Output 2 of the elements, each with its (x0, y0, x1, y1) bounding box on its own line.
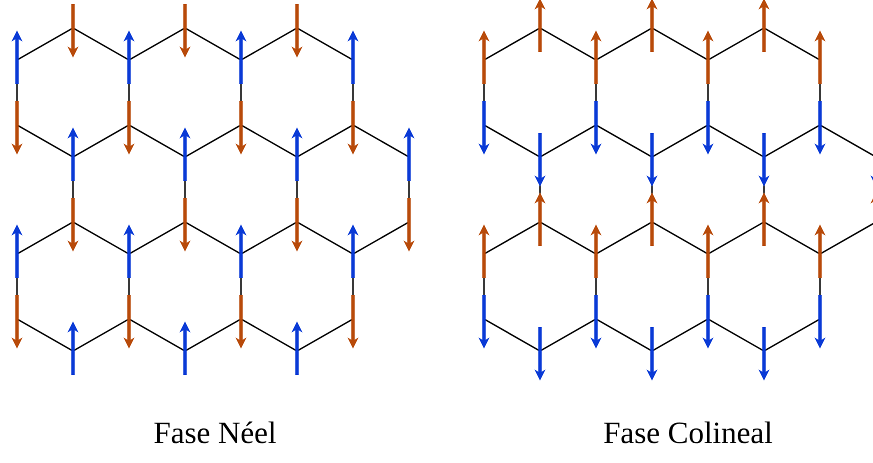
panel-caption: Fase Néel (152, 415, 278, 451)
panel-caption: Fase Colineal (602, 415, 774, 451)
